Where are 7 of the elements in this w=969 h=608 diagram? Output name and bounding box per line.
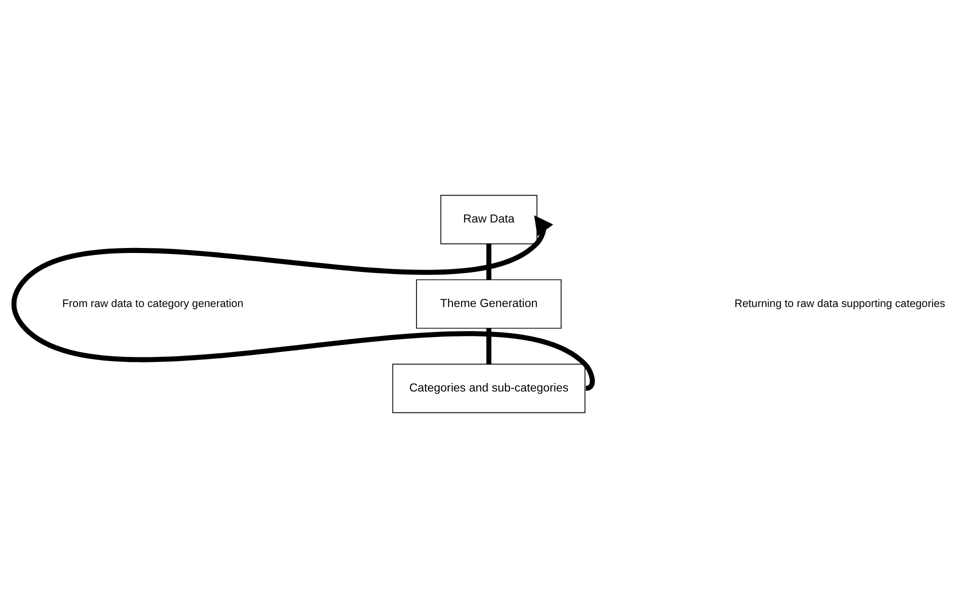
connector	[486, 328, 491, 364]
connector	[486, 244, 491, 280]
node-box: Theme Generation	[416, 279, 562, 329]
label: Returning to raw data supporting categories	[734, 298, 945, 310]
node-box: Categories and sub-categories	[392, 364, 585, 414]
node-box: Raw Data	[440, 194, 537, 244]
label: From raw data to category generation	[62, 298, 243, 310]
